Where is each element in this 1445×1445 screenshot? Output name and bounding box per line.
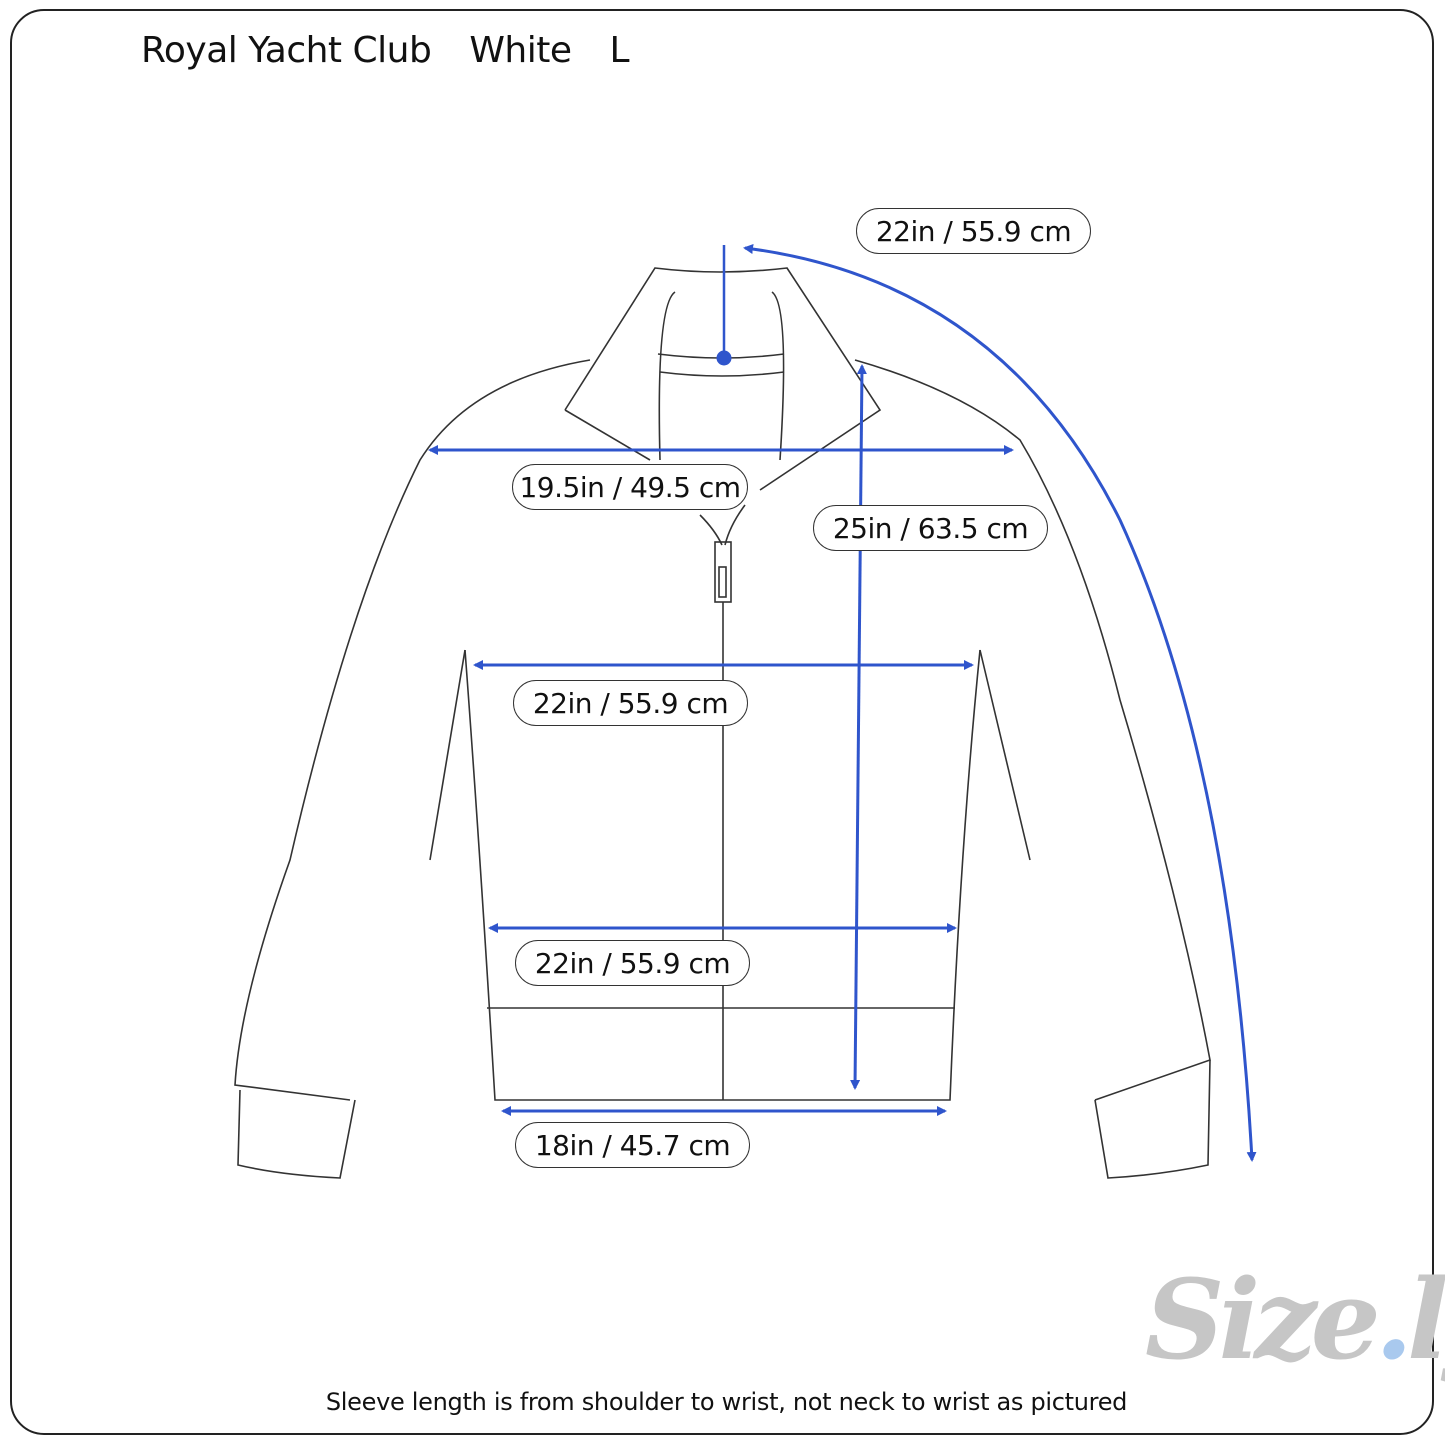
- logo-text-end: ly: [1406, 1255, 1445, 1384]
- product-title: Royal Yacht Club White L: [141, 30, 667, 71]
- brand-name: Royal Yacht Club: [141, 30, 432, 71]
- logo-text-main: Size: [1145, 1255, 1381, 1384]
- logo-dot: .: [1374, 1255, 1413, 1384]
- sleeve-measurement-label: 22in / 55.9 cm: [856, 208, 1091, 254]
- shoulder-measurement-label: 19.5in / 49.5 cm: [512, 464, 748, 510]
- chest-measurement-label: 22in / 55.9 cm: [513, 680, 748, 726]
- waist-measurement-label: 22in / 55.9 cm: [515, 940, 750, 986]
- hem-measurement-label: 18in / 45.7 cm: [515, 1122, 750, 1168]
- measure-lines: [428, 244, 1257, 1162]
- sizely-logo: Size.ly: [1145, 1255, 1445, 1384]
- color-name: White: [469, 30, 572, 71]
- diagram-frame: [10, 9, 1434, 1435]
- size-name: L: [609, 30, 630, 71]
- length-measurement-label: 25in / 63.5 cm: [813, 505, 1048, 551]
- sleeve-note: Sleeve length is from shoulder to wrist,…: [325, 1388, 1128, 1416]
